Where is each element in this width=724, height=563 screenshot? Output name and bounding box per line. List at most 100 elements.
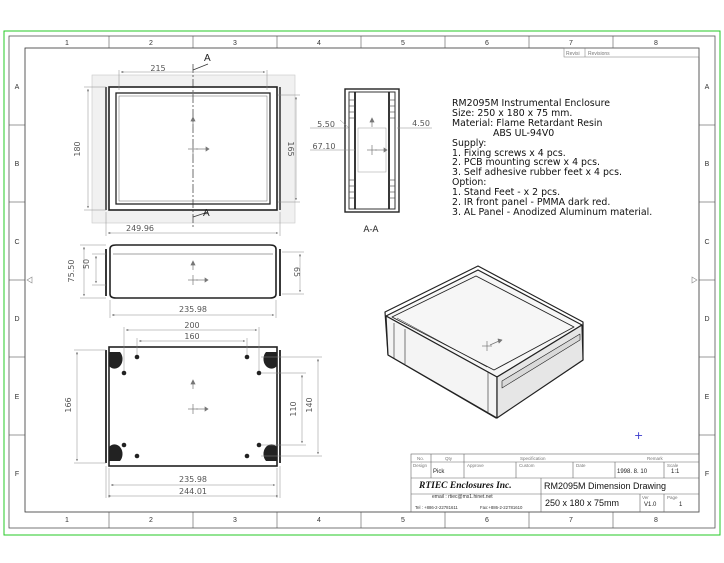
section-mark-a: A bbox=[203, 208, 210, 219]
dim-bottom-160: 160 bbox=[184, 332, 199, 341]
row-label: D bbox=[14, 316, 19, 323]
section-label: A-A bbox=[363, 225, 379, 235]
zone-labels: 1 2 3 4 5 6 7 8 1 2 3 4 5 6 7 8 A B C D … bbox=[14, 40, 709, 524]
material-grade: ABS UL-94V0 bbox=[493, 127, 555, 139]
specification-notes: RM2095M Instrumental Enclosure Size: 250… bbox=[452, 99, 652, 218]
tb-label-version: Ver bbox=[642, 495, 649, 500]
section-mark-a: A bbox=[204, 53, 211, 64]
dim-bottom-140: 140 bbox=[305, 397, 314, 412]
dim-overall-width: 249.96 bbox=[126, 224, 154, 233]
tb-date-value: 1998. 8. 10 bbox=[617, 469, 648, 475]
col-label: 5 bbox=[401, 40, 405, 47]
col-label: 4 bbox=[317, 40, 321, 47]
mounting-holes bbox=[121, 354, 262, 459]
dim-side-overall-height: 75.50 bbox=[67, 260, 76, 283]
revision-header: Revisi bbox=[566, 51, 580, 57]
col-label: 6 bbox=[485, 517, 489, 524]
row-label: B bbox=[15, 161, 20, 168]
row-label: C bbox=[704, 239, 709, 246]
row-label: D bbox=[704, 316, 709, 323]
dim-bottom-235: 235.98 bbox=[179, 475, 207, 484]
row-label: E bbox=[15, 394, 20, 401]
frame-outer bbox=[8, 35, 716, 529]
dim-bottom-244: 244.01 bbox=[179, 487, 207, 496]
revision-header: Revisions bbox=[588, 51, 610, 57]
bottom-dimensions bbox=[74, 327, 322, 498]
tb-label-page: Page bbox=[667, 495, 678, 500]
tb-telephone: Tel : +886-2-22781611 bbox=[415, 505, 458, 510]
row-label: A bbox=[15, 84, 20, 91]
zone-ticks bbox=[9, 36, 715, 528]
row-label: A bbox=[705, 84, 710, 91]
front-dimensions bbox=[84, 70, 300, 236]
supply-title: Supply: bbox=[452, 137, 487, 149]
centering-mark-left bbox=[26, 276, 33, 284]
note-line: Material: Flame Retardant Resin bbox=[452, 117, 603, 129]
dim-side-inner-height: 50 bbox=[82, 259, 91, 269]
dim-bottom-height: 166 bbox=[64, 397, 73, 412]
option-title: Option: bbox=[452, 177, 487, 189]
title-block bbox=[410, 453, 700, 513]
dim-side-width: 235.98 bbox=[179, 305, 207, 314]
col-label: 5 bbox=[401, 517, 405, 524]
crosshair-cursor-icon: + bbox=[634, 429, 644, 442]
option-item: 2. IR front panel - PMMA dark red. bbox=[452, 197, 611, 209]
sheet-outer-border bbox=[3, 30, 721, 536]
tb-header-qty: Qty bbox=[445, 456, 453, 461]
bottom-view bbox=[105, 346, 281, 467]
tb-drawing-size: 250 x 180 x 75mm bbox=[545, 498, 620, 508]
dim-width: 215 bbox=[150, 64, 165, 73]
option-item: 1. Stand Feet - x 2 pcs. bbox=[452, 187, 561, 199]
tb-label-scale: Scale bbox=[667, 463, 679, 468]
section-arrow bbox=[192, 211, 209, 218]
isometric-view bbox=[384, 265, 584, 419]
col-label: 6 bbox=[485, 40, 489, 47]
centering-mark-right bbox=[691, 276, 698, 284]
dim-inner-height: 165 bbox=[286, 141, 295, 156]
side-dimensions bbox=[80, 244, 304, 318]
option-item: 3. AL Panel - Anodized Aluminum material… bbox=[452, 206, 653, 218]
col-label: 2 bbox=[149, 517, 153, 524]
supply-item: 3. Self adhesive rubber feet x 4 pcs. bbox=[452, 167, 622, 179]
origin-marker bbox=[188, 116, 210, 154]
tb-fax: Fax:+886-2-22781610 bbox=[480, 505, 523, 510]
tb-label-custom: Custom bbox=[519, 463, 535, 468]
tb-scale-value: 1:1 bbox=[671, 469, 680, 475]
tb-label-approve: Approve bbox=[467, 463, 484, 468]
col-label: 1 bbox=[65, 40, 69, 47]
supply-item: 2. PCB mounting screw x 4 pcs. bbox=[452, 157, 600, 169]
row-label: F bbox=[705, 471, 709, 478]
col-label: 8 bbox=[654, 40, 658, 47]
note-line: RM2095M Instrumental Enclosure bbox=[452, 98, 611, 109]
col-label: 3 bbox=[233, 40, 237, 47]
col-label: 8 bbox=[654, 517, 658, 524]
side-view bbox=[105, 244, 281, 299]
tb-design-value: Pick bbox=[433, 469, 445, 475]
row-label: C bbox=[14, 239, 19, 246]
dim-bottom-110: 110 bbox=[289, 401, 298, 416]
col-label: 2 bbox=[149, 40, 153, 47]
col-label: 7 bbox=[569, 517, 573, 524]
tb-label-date: Date bbox=[576, 463, 586, 468]
note-line: Size: 250 x 180 x 75 mm. bbox=[452, 107, 573, 119]
dim-section-right: 4.50 bbox=[412, 119, 430, 128]
tb-company-name: RTIEC Enclosures Inc. bbox=[419, 481, 512, 491]
dim-section-left-low: 67.10 bbox=[313, 142, 336, 151]
row-label: F bbox=[15, 471, 19, 478]
tb-email: email : rtiec@ms1.hinet.net bbox=[432, 494, 493, 500]
tb-label-design: Design bbox=[413, 463, 428, 468]
dim-bottom-200: 200 bbox=[184, 321, 199, 330]
section-arrow bbox=[192, 63, 209, 71]
tb-drawing-title: RM2095M Dimension Drawing bbox=[544, 481, 667, 491]
tb-header-spec: Specification bbox=[520, 456, 546, 461]
tb-header-remark: Remark bbox=[647, 456, 663, 461]
dim-section-left-top: 5.50 bbox=[317, 120, 335, 129]
tb-header-no: No. bbox=[417, 456, 425, 461]
col-label: 7 bbox=[569, 40, 573, 47]
col-label: 3 bbox=[233, 517, 237, 524]
row-label: B bbox=[705, 161, 710, 168]
col-label: 4 bbox=[317, 517, 321, 524]
col-label: 1 bbox=[65, 517, 69, 524]
supply-item: 1. Fixing screws x 4 pcs. bbox=[452, 147, 566, 159]
